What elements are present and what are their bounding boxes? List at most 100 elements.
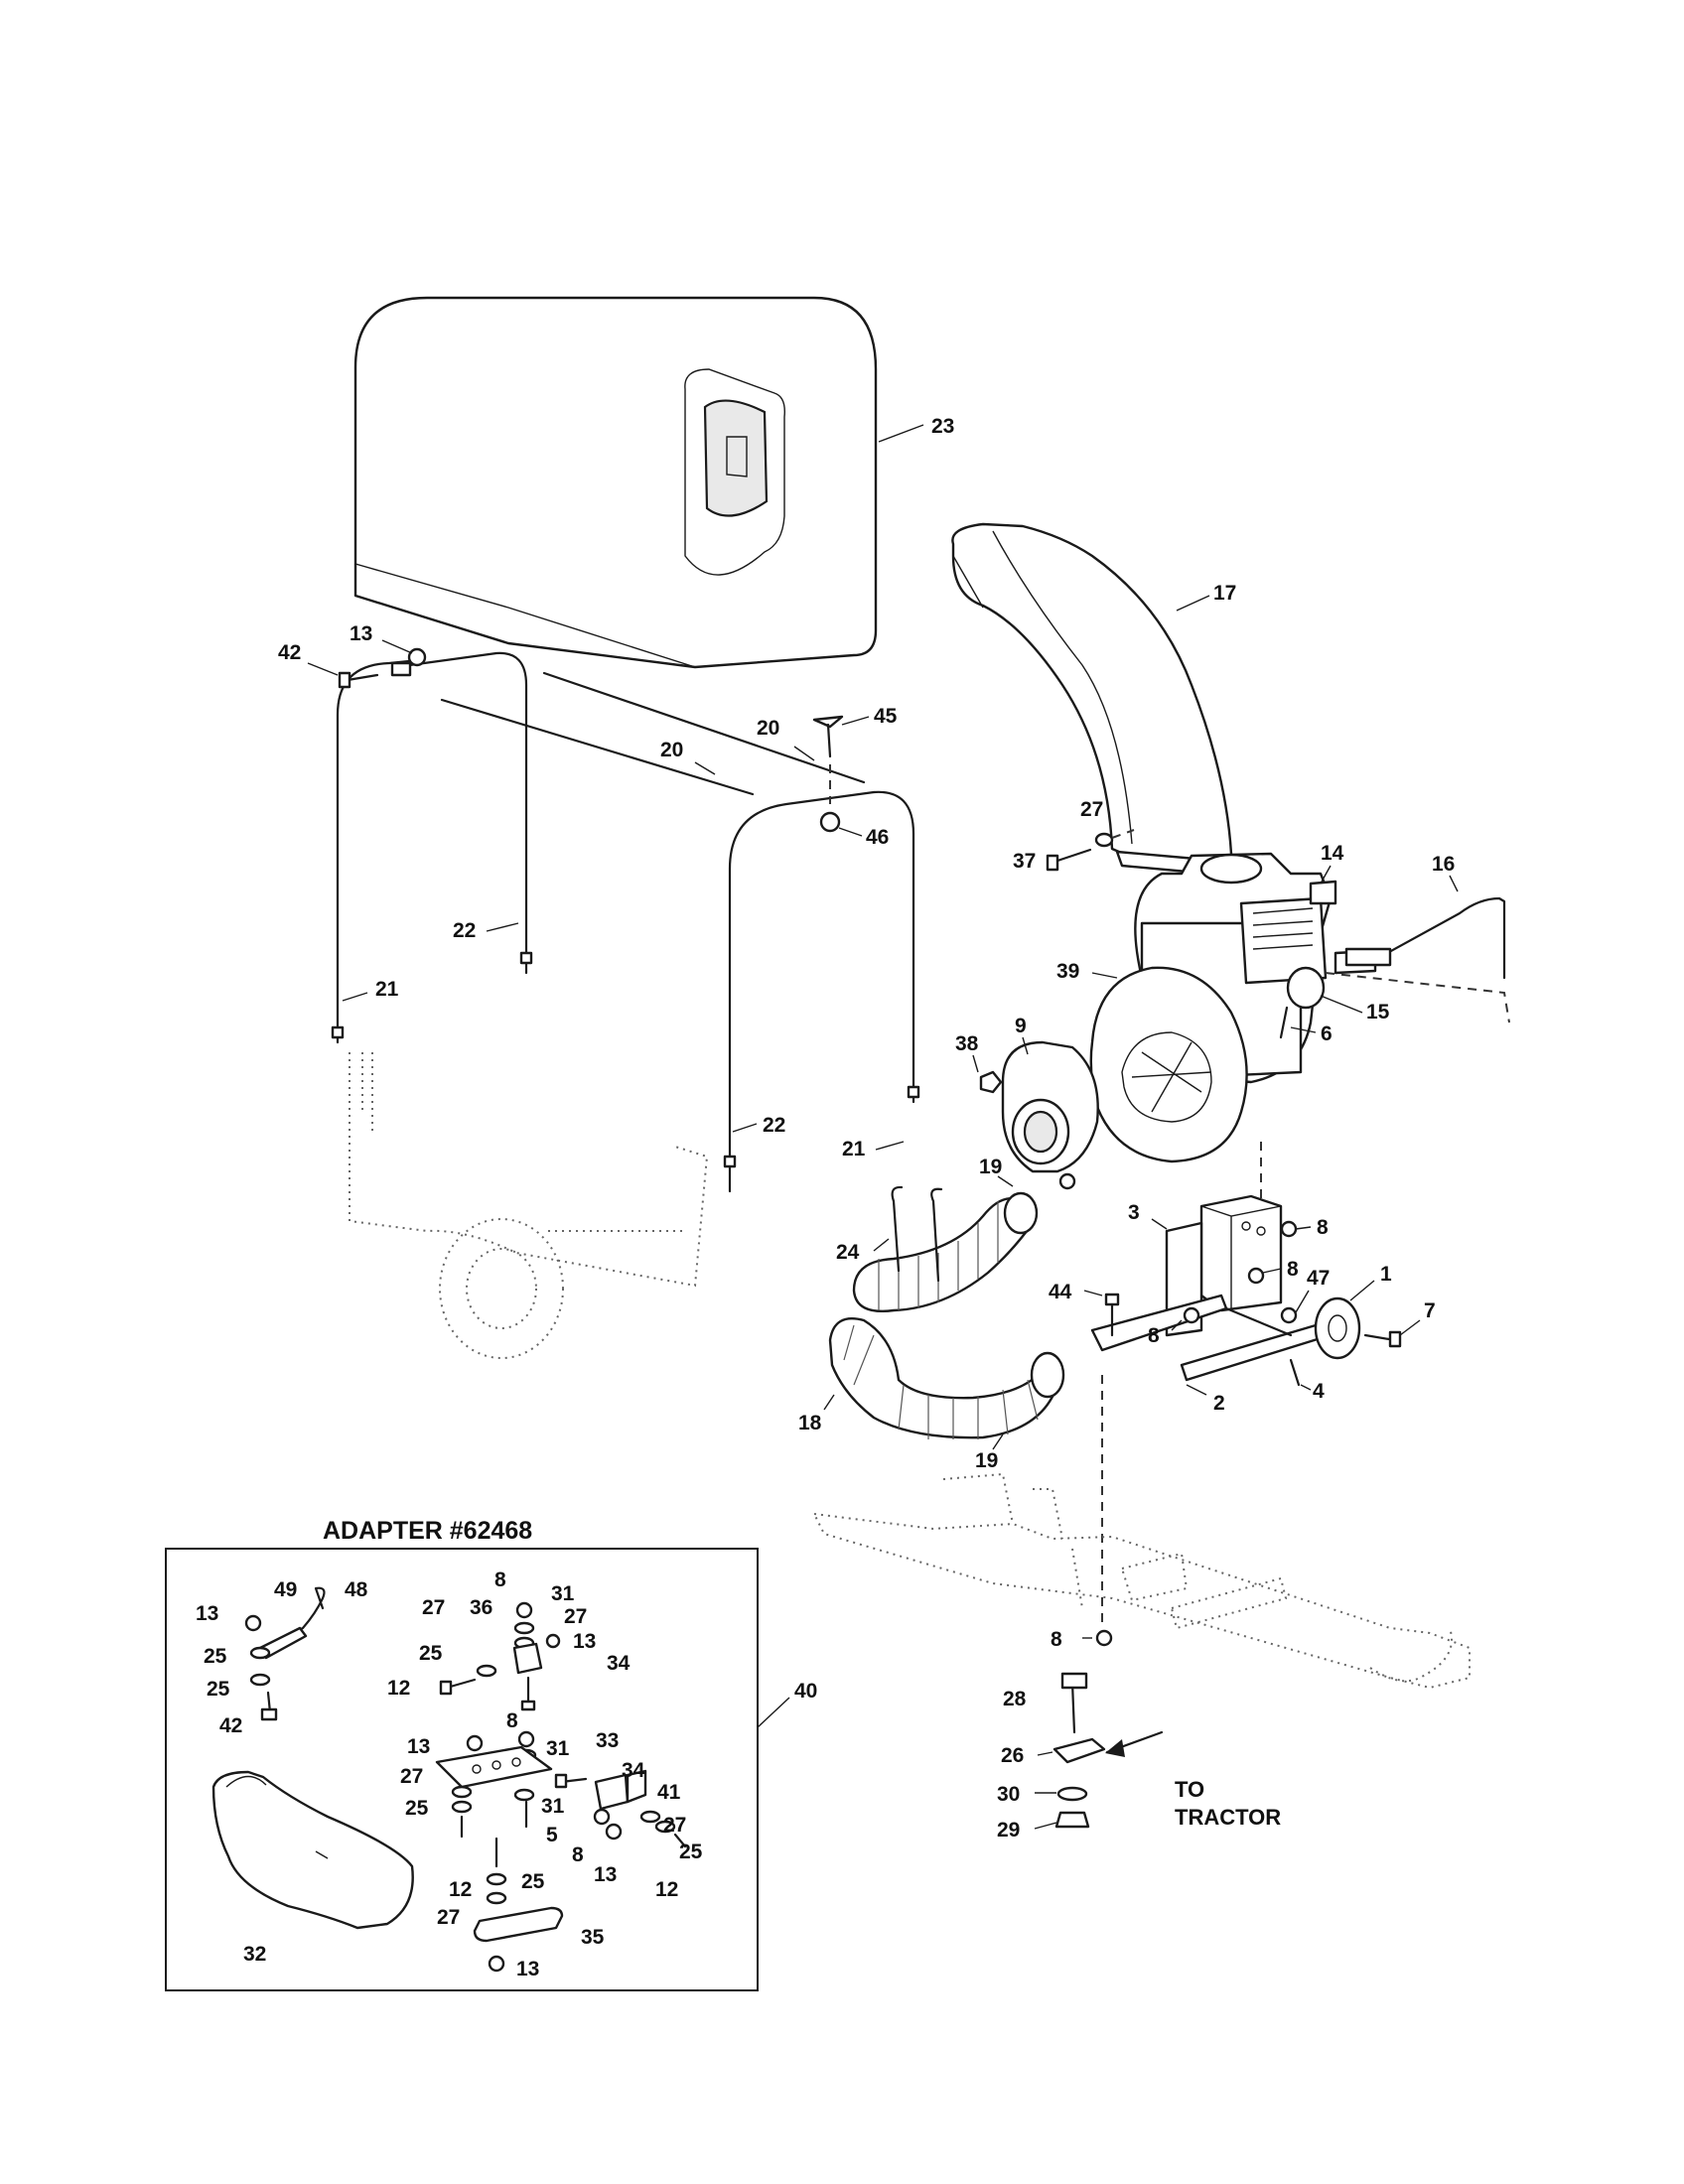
label-38: 38 xyxy=(955,1032,979,1055)
adapter-label-5: 5 xyxy=(546,1824,558,1846)
adapter-label-13a: 13 xyxy=(196,1602,218,1625)
leader-16 xyxy=(1449,875,1459,892)
label-14: 14 xyxy=(1321,842,1344,865)
leader-6 xyxy=(1290,1026,1317,1033)
leader-18 xyxy=(823,1394,835,1411)
label-6: 6 xyxy=(1321,1023,1333,1045)
adapter-label-33: 33 xyxy=(596,1729,619,1752)
label-22a: 22 xyxy=(453,919,476,942)
label-4: 4 xyxy=(1313,1380,1325,1403)
bolt-42-top xyxy=(338,647,427,689)
label-1: 1 xyxy=(1380,1263,1392,1286)
leader-17 xyxy=(1176,595,1210,612)
adapter-label-48: 48 xyxy=(345,1578,368,1601)
label-7: 7 xyxy=(1424,1299,1436,1322)
label-13-top: 13 xyxy=(350,622,372,645)
bolt-37 xyxy=(1046,829,1135,872)
label-26: 26 xyxy=(1001,1744,1024,1767)
to-tractor-line2: TRACTOR xyxy=(1175,1805,1281,1830)
adapter-label-8c: 8 xyxy=(572,1843,584,1866)
leader-14 xyxy=(1320,865,1332,885)
label-24: 24 xyxy=(836,1241,860,1264)
label-28: 28 xyxy=(1003,1688,1027,1710)
handle-16 xyxy=(1325,896,1510,1024)
leader-2 xyxy=(1186,1384,1207,1396)
adapter-label-27e: 27 xyxy=(437,1906,460,1929)
leader-20b xyxy=(694,761,716,775)
hose-upper xyxy=(852,1191,1039,1312)
leader-8b xyxy=(1262,1268,1282,1274)
adapter-label-41: 41 xyxy=(657,1781,681,1804)
leader-19a xyxy=(997,1175,1014,1187)
label-8c: 8 xyxy=(1148,1324,1160,1347)
adapter-label-31a: 31 xyxy=(551,1582,575,1605)
adapter-label-13e: 13 xyxy=(516,1958,539,1980)
leader-42-top xyxy=(307,662,339,676)
leader-8a xyxy=(1295,1226,1312,1230)
label-19a: 19 xyxy=(979,1156,1002,1178)
label-20a: 20 xyxy=(757,717,779,740)
leader-21a xyxy=(342,992,368,1002)
adapter-label-25a: 25 xyxy=(204,1645,227,1668)
label-22b: 22 xyxy=(763,1114,785,1137)
label-18: 18 xyxy=(798,1412,822,1434)
label-40: 40 xyxy=(794,1680,817,1703)
label-47: 47 xyxy=(1307,1267,1330,1290)
adapter-label-8b: 8 xyxy=(506,1709,518,1732)
adapter-label-12a: 12 xyxy=(387,1677,410,1700)
cart-outline xyxy=(349,1052,709,1359)
leader-3 xyxy=(1151,1218,1168,1230)
adapter-label-27a: 27 xyxy=(422,1596,445,1619)
leader-47 xyxy=(1295,1290,1310,1313)
label-23: 23 xyxy=(931,415,954,438)
label-30: 30 xyxy=(997,1783,1020,1806)
leader-7 xyxy=(1399,1319,1421,1336)
label-39: 39 xyxy=(1056,960,1079,983)
leader-22a xyxy=(486,922,519,932)
leader-9 xyxy=(1022,1036,1029,1055)
leader-39 xyxy=(1091,972,1118,979)
adapter-label-25b: 25 xyxy=(207,1678,230,1701)
adapter-label-36: 36 xyxy=(470,1596,492,1619)
leader-21b xyxy=(875,1141,905,1151)
leader-46 xyxy=(838,827,863,837)
label-27-chute: 27 xyxy=(1080,798,1103,821)
leader-20a xyxy=(793,746,815,761)
label-21a: 21 xyxy=(375,978,399,1001)
adapter-label-25f: 25 xyxy=(521,1870,545,1893)
leader-8c xyxy=(1171,1319,1183,1331)
adapter-label-27b: 27 xyxy=(564,1605,587,1628)
label-29: 29 xyxy=(997,1819,1020,1842)
leader-26 xyxy=(1037,1751,1053,1756)
leader-44 xyxy=(1083,1290,1103,1297)
label-17: 17 xyxy=(1213,582,1236,605)
leader-15 xyxy=(1320,995,1363,1014)
label-8d: 8 xyxy=(1051,1628,1062,1651)
adapter-label-8a: 8 xyxy=(494,1569,506,1591)
adapter-label-13d: 13 xyxy=(594,1863,617,1886)
bolt-45 xyxy=(812,715,844,833)
frame-assembly xyxy=(331,651,920,1193)
adapter-label-12c: 12 xyxy=(449,1878,472,1901)
discharge-chute xyxy=(951,522,1233,878)
to-tractor-line1: TO xyxy=(1175,1777,1204,1802)
mount-bracket xyxy=(1090,1194,1402,1387)
leader-4 xyxy=(1300,1384,1312,1391)
adapter-label-12b: 12 xyxy=(655,1878,678,1901)
adapter-label-49: 49 xyxy=(274,1578,297,1601)
label-42-top: 42 xyxy=(278,641,301,664)
hitch-hardware xyxy=(1052,1629,1164,1829)
adapter-box xyxy=(165,1548,759,1991)
leader-38 xyxy=(972,1054,979,1073)
label-20b: 20 xyxy=(660,739,683,761)
leader-23 xyxy=(878,424,924,443)
leader-40 xyxy=(757,1697,790,1728)
adapter-label-13c: 13 xyxy=(407,1735,430,1758)
label-3: 3 xyxy=(1128,1201,1140,1224)
adapter-label-25d: 25 xyxy=(405,1797,429,1820)
hose-lower xyxy=(828,1317,1065,1439)
leader-1 xyxy=(1349,1280,1375,1301)
adapter-label-27d: 27 xyxy=(663,1814,686,1837)
label-8a: 8 xyxy=(1317,1216,1329,1239)
